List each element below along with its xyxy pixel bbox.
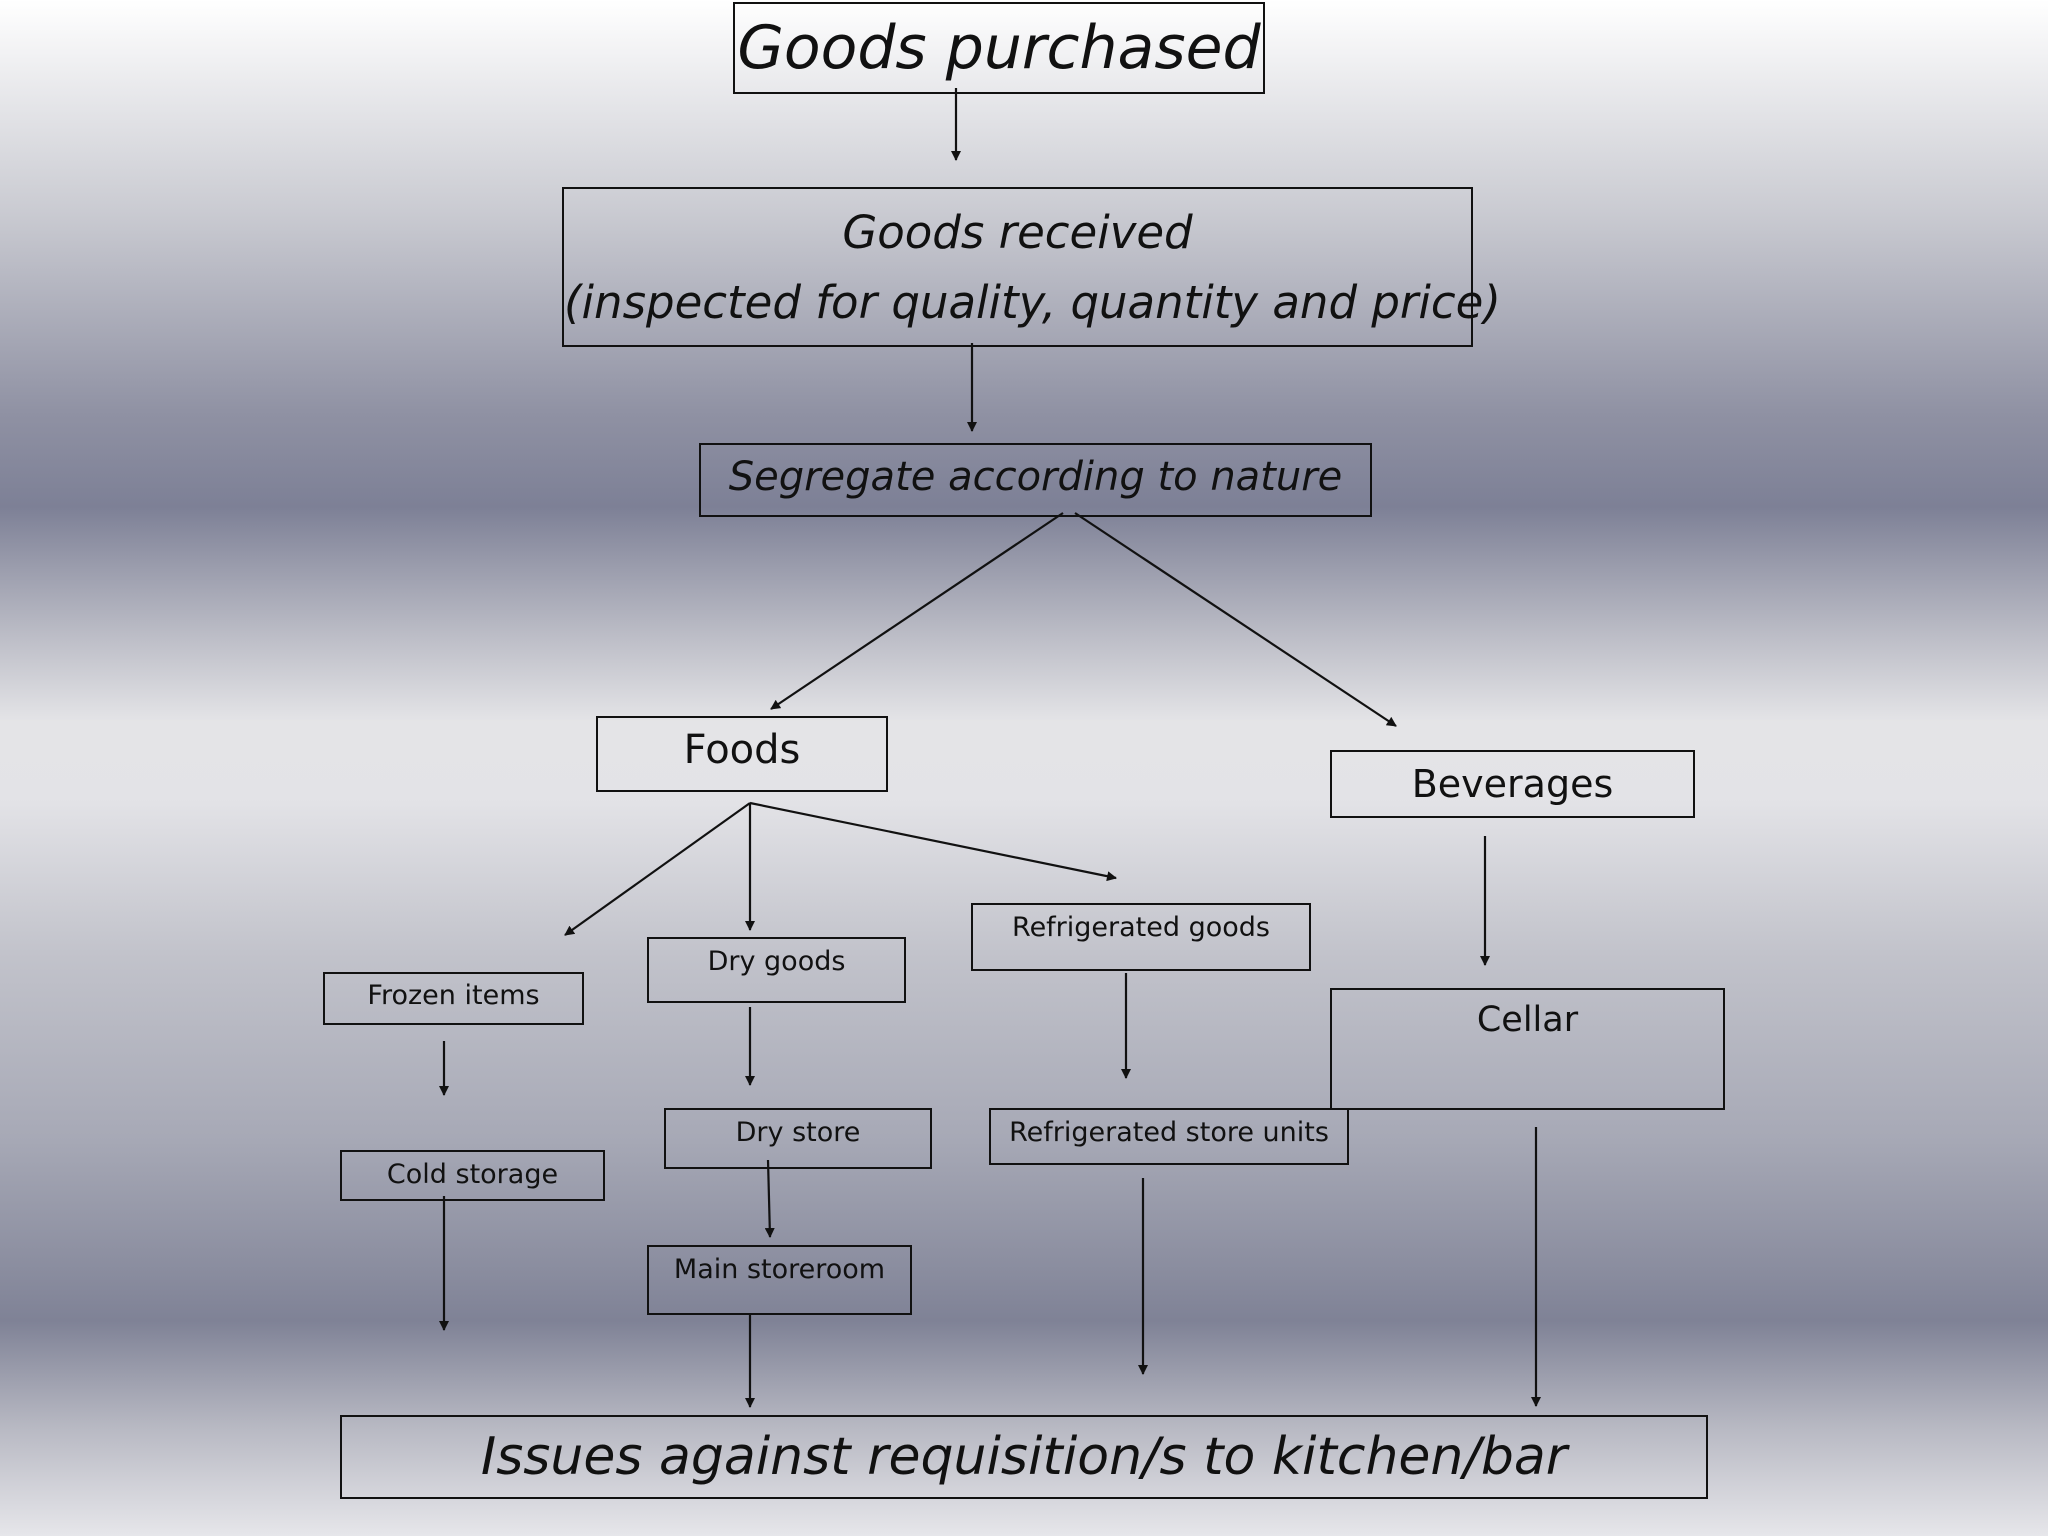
cold-storage-box: Cold storage [340,1150,605,1201]
arrow-segregate-to-foods [770,512,1064,710]
frozen-items-label: Frozen items [367,980,540,1011]
frozen-items-box: Frozen items [323,972,584,1025]
cold-storage-label: Cold storage [386,1159,559,1190]
cellar-box: Cellar [1330,988,1725,1110]
main-storeroom-label: Main storeroom [673,1254,886,1285]
foods-box: Foods [596,716,888,792]
goods-received-note: (inspected for quality, quantity and pri… [564,276,1501,329]
foods-label: Foods [683,727,801,773]
arrow-dry-store-to-main-storeroom [764,1159,775,1238]
segregate-box: Segregate according to nature [699,443,1372,517]
goods-received-box: Goods received (inspected for quality, q… [562,187,1501,347]
arrow-segregate-to-beverages [1074,512,1397,727]
cellar-label: Cellar [1476,1000,1579,1040]
dry-store-box: Dry store [664,1108,932,1169]
beverages-label: Beverages [1411,762,1614,806]
refrigerated-goods-label: Refrigerated goods [1012,912,1270,943]
refrigerated-goods-box: Refrigerated goods [971,903,1311,971]
goods-purchased-label: Goods purchased [737,13,1261,83]
issues-label: Issues against requisition/s to kitchen/… [480,1427,1568,1487]
arrow-foods-to-refrigerated [749,801,1117,882]
dry-goods-label: Dry goods [707,946,846,977]
goods-purchased-box: Goods purchased [733,2,1265,94]
segregate-label: Segregate according to nature [728,454,1343,500]
dry-goods-box: Dry goods [647,937,906,1003]
issues-box: Issues against requisition/s to kitchen/… [340,1415,1708,1499]
goods-received-label: Goods received [842,206,1193,259]
arrow-foods-to-frozen [564,802,751,936]
refrigerated-store-units-box: Refrigerated store units [989,1108,1349,1165]
beverages-box: Beverages [1330,750,1695,818]
dry-store-label: Dry store [735,1117,861,1148]
main-storeroom-box: Main storeroom [647,1245,912,1315]
refrigerated-store-units-label: Refrigerated store units [1009,1117,1329,1148]
